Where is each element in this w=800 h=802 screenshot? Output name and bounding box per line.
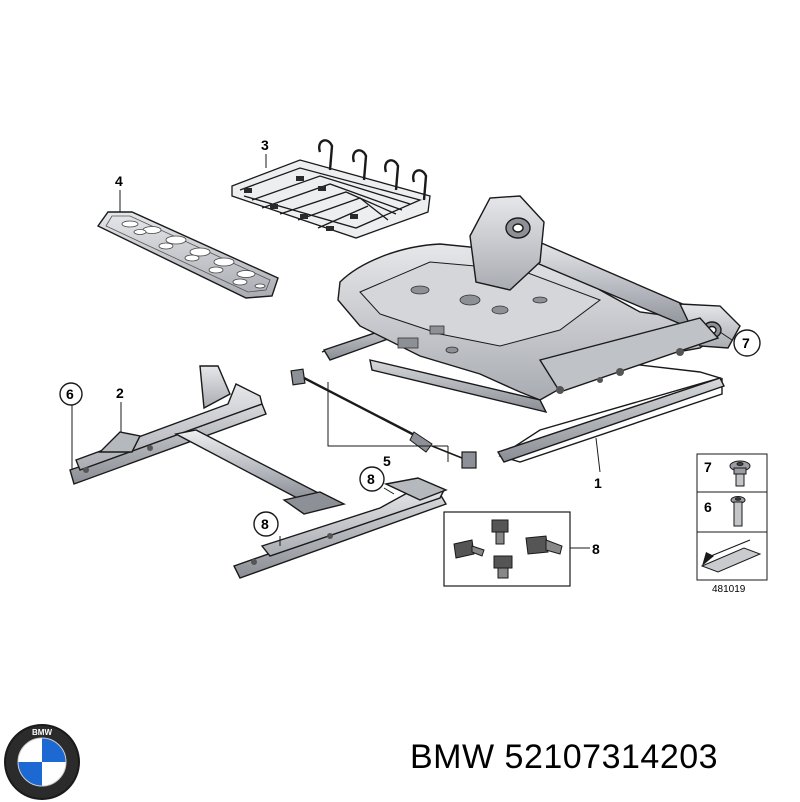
torx-bolt-icon (729, 460, 751, 487)
callout-8-left: 8 (261, 516, 269, 532)
part-3-spring-mat (231, 139, 431, 239)
circled-callouts: 6 7 8 8 (59, 329, 761, 537)
svg-text:BMW: BMW (32, 728, 52, 737)
callout-6: 6 (66, 386, 74, 402)
callout-4: 4 (115, 173, 123, 189)
part-number-caption: BMW 52107314203 (410, 738, 718, 777)
part-2-seat-rails (69, 365, 448, 579)
callout-7: 7 (742, 335, 750, 351)
part-5-cable (290, 368, 477, 469)
diagram-code: 481019 (712, 584, 746, 595)
part-4-seat-plate (96, 211, 279, 299)
bmw-roundel-icon: BMW (4, 724, 80, 800)
callout-1: 1 (594, 475, 602, 491)
brand-name: BMW (410, 738, 495, 776)
callout-5: 5 (383, 453, 391, 469)
callout-labels: 1 2 3 4 5 8 (115, 137, 602, 557)
callout-2: 2 (116, 385, 124, 401)
callout-3: 3 (261, 137, 269, 153)
legend-item-7: 7 (704, 459, 712, 475)
part-8-bolt-set (443, 511, 571, 587)
legend-item-6: 6 (704, 499, 712, 515)
torx-bolt-icon (730, 496, 746, 527)
callout-8-right: 8 (592, 541, 600, 557)
arrow-icon (700, 539, 762, 573)
part-1-seat-frame (321, 195, 741, 463)
fastener-legend: 7 6 481019 (696, 453, 768, 595)
part-number: 52107314203 (504, 738, 719, 776)
leader-lines (71, 154, 733, 549)
callout-8-top: 8 (367, 471, 375, 487)
